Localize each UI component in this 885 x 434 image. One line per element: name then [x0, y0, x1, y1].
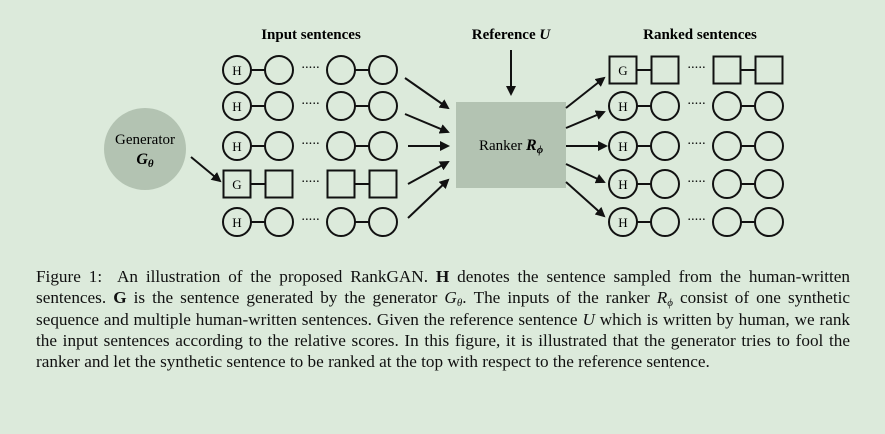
sentence-node: [326, 55, 356, 85]
generator-node: [104, 108, 186, 190]
sentence-node: [712, 131, 742, 161]
caption-g: G: [113, 288, 127, 308]
sentence-node: [650, 55, 680, 85]
ranked-sentence-row: ····· G: [608, 55, 784, 85]
sentence-last-node: [754, 131, 784, 161]
sentence-last-node: [754, 207, 784, 237]
ellipsis-dots: ·····: [687, 213, 706, 228]
human-sentence-label: H: [618, 99, 627, 114]
caption-g-sub: θ: [456, 297, 463, 310]
sentence-last-node: [368, 131, 398, 161]
ranked-sentence-row: ····· H: [608, 207, 784, 237]
sentence-node: [264, 131, 294, 161]
caption-sentence-6: which is written by human, we rank the i…: [36, 309, 851, 372]
human-sentence-label: H: [232, 139, 241, 154]
sentence-node: [650, 91, 680, 121]
sentence-last-node: [754, 55, 784, 85]
human-sentence-label: H: [618, 177, 627, 192]
input-arrow: [404, 77, 450, 110]
ranked-sentences-header: Ranked sentences: [643, 27, 757, 43]
output-arrow: [565, 181, 606, 218]
human-sentence-label: H: [232, 215, 241, 230]
input-arrow: [407, 161, 450, 185]
input-arrow: [404, 113, 450, 134]
ranked-sentence-row: ····· H: [608, 169, 784, 199]
sentence-node: [264, 55, 294, 85]
generator-symbol: Gθ: [136, 151, 154, 170]
sentence-node: [326, 207, 356, 237]
sentence-node: [326, 131, 356, 161]
ellipsis-dots: ·····: [301, 97, 320, 112]
generator-label: Generator: [115, 132, 175, 148]
sentence-last-node: [754, 169, 784, 199]
sentence-last-node: [754, 91, 784, 121]
generator-arrow: [190, 156, 222, 183]
sentence-node: [264, 91, 294, 121]
ranked-sentences-group: ····· G ····· H ····· H ····· H ····· H: [608, 55, 784, 237]
input-sentence-row: ····· H: [222, 91, 398, 121]
sentence-node: [264, 207, 294, 237]
sentence-node: [264, 169, 294, 199]
input-arrow: [407, 178, 450, 219]
input-sentence-row: ····· H: [222, 131, 398, 161]
ellipsis-dots: ·····: [687, 137, 706, 152]
generated-sentence-label: G: [232, 177, 241, 192]
sentence-node: [712, 169, 742, 199]
caption-h: H: [435, 267, 450, 286]
figure-caption: Figure 1: An illustration of the propose…: [36, 266, 850, 372]
ellipsis-dots: ·····: [687, 175, 706, 190]
flow-arrows: [404, 76, 608, 219]
ellipsis-dots: ·····: [301, 61, 320, 76]
human-sentence-label: H: [618, 215, 627, 230]
output-arrow: [565, 110, 606, 129]
sentence-node: [650, 131, 680, 161]
sentence-last-node: [368, 169, 398, 199]
ellipsis-dots: ·····: [301, 175, 320, 190]
sentence-node: [326, 91, 356, 121]
ellipsis-dots: ·····: [301, 213, 320, 228]
generated-sentence-label: G: [618, 63, 627, 78]
caption-r-symbol: R: [656, 288, 668, 308]
figure-label: Figure 1:: [36, 267, 103, 286]
input-sentences-header: Input sentences: [261, 27, 361, 43]
caption-sentence-4: . The inputs of the ranker: [462, 288, 650, 308]
ellipsis-dots: ·····: [687, 61, 706, 76]
output-arrow: [565, 163, 606, 184]
output-arrow: [565, 76, 606, 109]
sentence-last-node: [368, 91, 398, 121]
human-sentence-label: H: [232, 99, 241, 114]
caption-sentence-2: denotes the sentence sampled from the hu…: [36, 267, 851, 308]
caption-g-symbol: G: [444, 288, 457, 308]
caption-sentence-1: An illustration of the proposed RankGAN.: [116, 267, 429, 286]
input-sentence-row: ····· G: [222, 169, 398, 199]
input-sentences-group: ····· H ····· H ····· H ····· G ····· H: [222, 55, 398, 237]
caption-sentence-3: is the sentence generated by the generat…: [133, 288, 438, 308]
sentence-last-node: [368, 207, 398, 237]
ranked-sentence-row: ····· H: [608, 131, 784, 161]
sentence-last-node: [368, 55, 398, 85]
ellipsis-dots: ·····: [301, 137, 320, 152]
ranker-label: Ranker Rϕ: [479, 137, 544, 156]
ellipsis-dots: ·····: [687, 97, 706, 112]
sentence-node: [650, 169, 680, 199]
ranked-sentence-row: ····· H: [608, 91, 784, 121]
input-sentence-row: ····· H: [222, 55, 398, 85]
sentence-node: [650, 207, 680, 237]
caption-sentence-5: consist of one synthetic sequence and mu…: [36, 288, 851, 329]
caption-r-sub: ϕ: [667, 297, 673, 310]
caption-u-symbol: U: [582, 309, 595, 329]
sentence-node: [712, 91, 742, 121]
reference-header: Reference U: [472, 27, 552, 43]
input-sentence-row: ····· H: [222, 207, 398, 237]
human-sentence-label: H: [232, 63, 241, 78]
sentence-node: [326, 169, 356, 199]
human-sentence-label: H: [618, 139, 627, 154]
sentence-node: [712, 55, 742, 85]
rankgan-diagram: Input sentences Reference U Ranked sente…: [104, 27, 784, 237]
sentence-node: [712, 207, 742, 237]
ranker-box: [456, 102, 566, 188]
